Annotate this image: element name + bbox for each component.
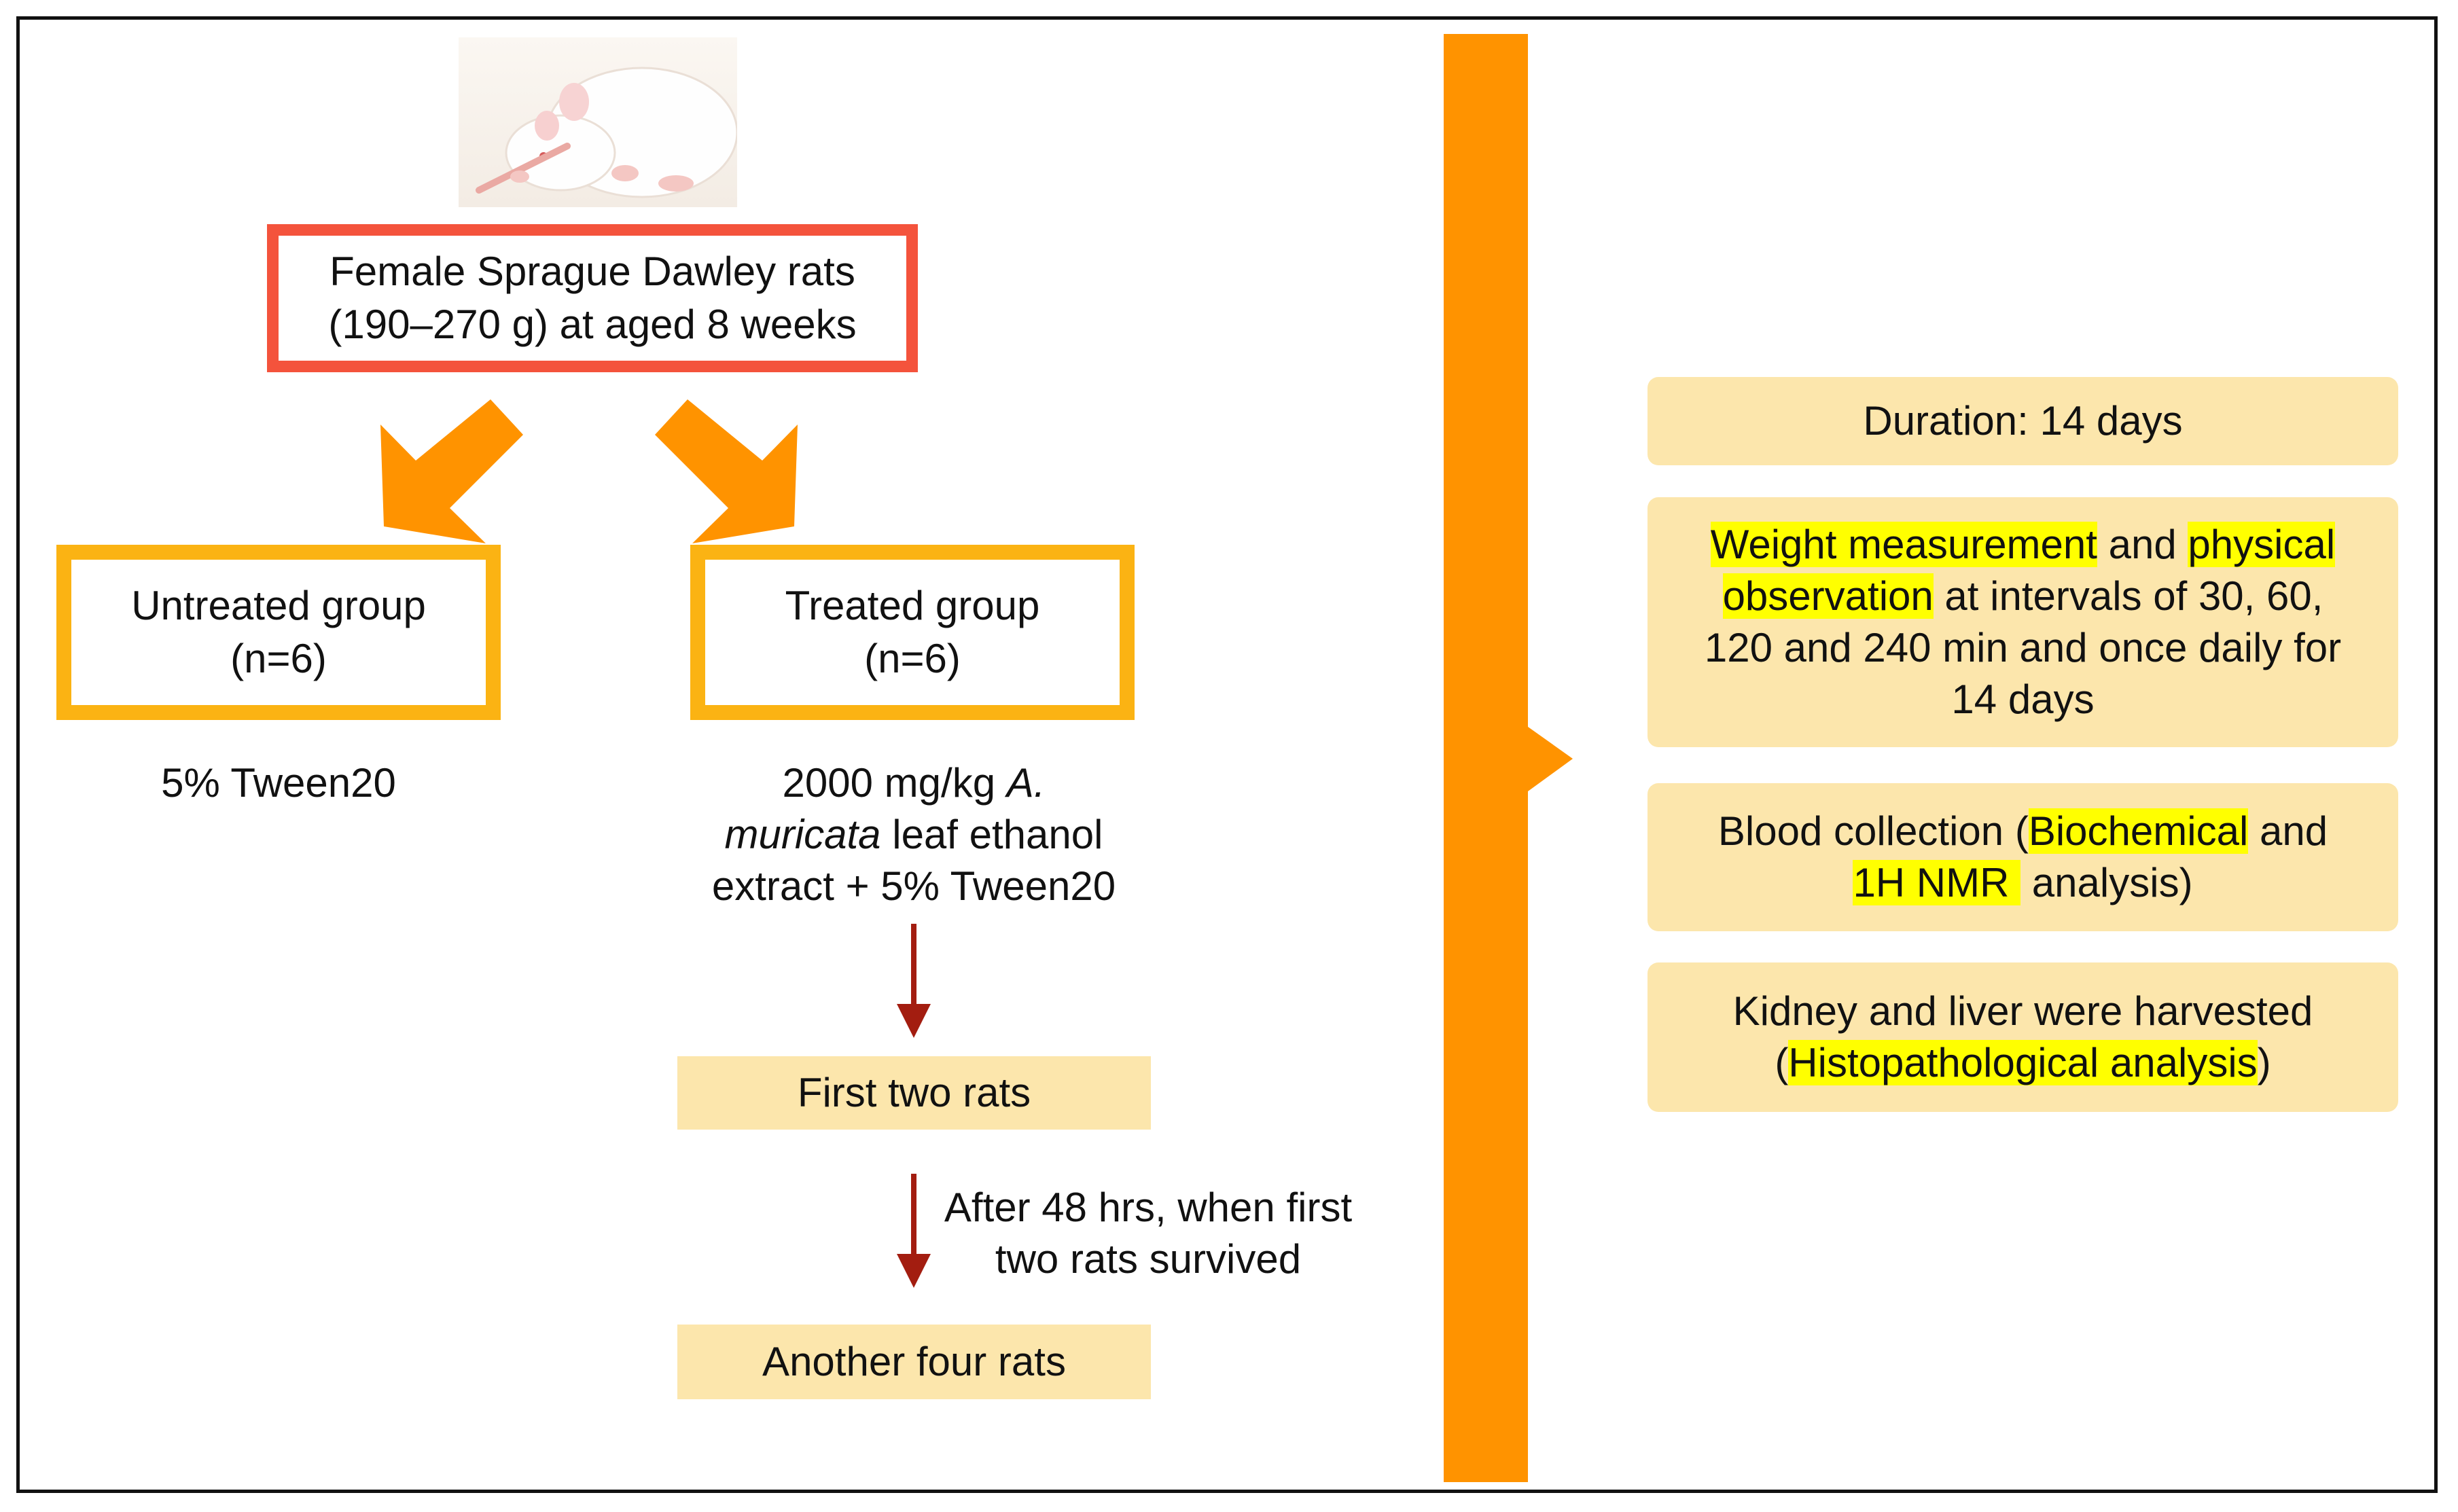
- down-arrow-1: [897, 1004, 931, 1038]
- treated-group-box: Treated group (n=6): [690, 545, 1135, 720]
- another-four-rats-box: Another four rats: [677, 1325, 1151, 1399]
- figure-frame: [16, 16, 2438, 1493]
- untreated-group-box: Untreated group (n=6): [56, 545, 501, 720]
- observation-line-4: 14 days: [1951, 677, 2095, 722]
- untreated-dose-label: 5% Tween20: [161, 760, 396, 806]
- observation-intervals: at intervals of 30, 60,: [1933, 573, 2323, 619]
- subjects-box: Female Sprague Dawley rats (190–270 g) a…: [267, 224, 918, 372]
- treated-dose-vehicle: extract + 5% Tween20: [711, 863, 1116, 909]
- weight-measurement-highlight: Weight measurement: [1710, 522, 2097, 567]
- left-split-arrow: [380, 399, 523, 543]
- observation-and: and: [2097, 522, 2188, 567]
- blood-and: and: [2248, 808, 2328, 854]
- subjects-line-1: Female Sprague Dawley rats: [329, 249, 855, 294]
- right-split-arrow: [655, 399, 798, 543]
- treated-dose-species: muricata: [724, 812, 881, 857]
- duration-text: Duration: 14 days: [1863, 398, 2183, 444]
- condition-line-1: After 48 hrs, when first: [944, 1185, 1353, 1230]
- harvest-close-paren: ): [2257, 1040, 2271, 1085]
- condition-line-2: two rats survived: [995, 1236, 1302, 1282]
- survival-condition-label: After 48 hrs, when first two rats surviv…: [924, 1182, 1372, 1285]
- treated-dose-label: 2000 mg/kg A. muricata leaf ethanol extr…: [659, 757, 1169, 912]
- blood-collection-text: Blood collection (: [1717, 808, 2029, 854]
- treated-group-name: Treated group: [785, 583, 1040, 628]
- observation-panel: Weight measurement and physical observat…: [1647, 497, 2398, 747]
- blood-analysis: analysis): [2020, 860, 2193, 905]
- untreated-group-n: (n=6): [230, 636, 327, 681]
- nmr-highlight: 1H NMR: [1853, 860, 2021, 905]
- harvest-panel: Kidney and liver were harvested (Histopa…: [1647, 962, 2398, 1112]
- treated-dose-amount: 2000 mg/kg: [782, 760, 1007, 806]
- histopathological-highlight: Histopathological analysis: [1788, 1040, 2258, 1085]
- down-arrow-2: [897, 1254, 931, 1288]
- observation-highlight: observation: [1722, 573, 1934, 619]
- blood-collection-panel: Blood collection (Biochemical and 1H NMR…: [1647, 783, 2398, 931]
- subjects-line-2: (190–270 g) at aged 8 weeks: [328, 302, 857, 347]
- treated-dose-genus: A.: [1006, 760, 1046, 806]
- biochemical-highlight: Biochemical: [2028, 808, 2249, 854]
- first-two-rats-box: First two rats: [677, 1056, 1151, 1130]
- treated-dose-extract: leaf ethanol: [880, 812, 1103, 857]
- observation-line-3: 120 and 240 min and once daily for: [1704, 625, 2342, 670]
- bar-arrow-tip: [1528, 727, 1573, 791]
- duration-panel: Duration: 14 days: [1647, 377, 2398, 465]
- untreated-group-name: Untreated group: [131, 583, 426, 628]
- harvest-line-1: Kidney and liver were harvested: [1732, 988, 2313, 1034]
- rat-illustration: [459, 37, 737, 207]
- treated-group-n: (n=6): [864, 636, 961, 681]
- harvest-open-paren: (: [1775, 1040, 1789, 1085]
- timeline-bar: [1444, 34, 1528, 1482]
- physical-highlight: physical: [2188, 522, 2336, 567]
